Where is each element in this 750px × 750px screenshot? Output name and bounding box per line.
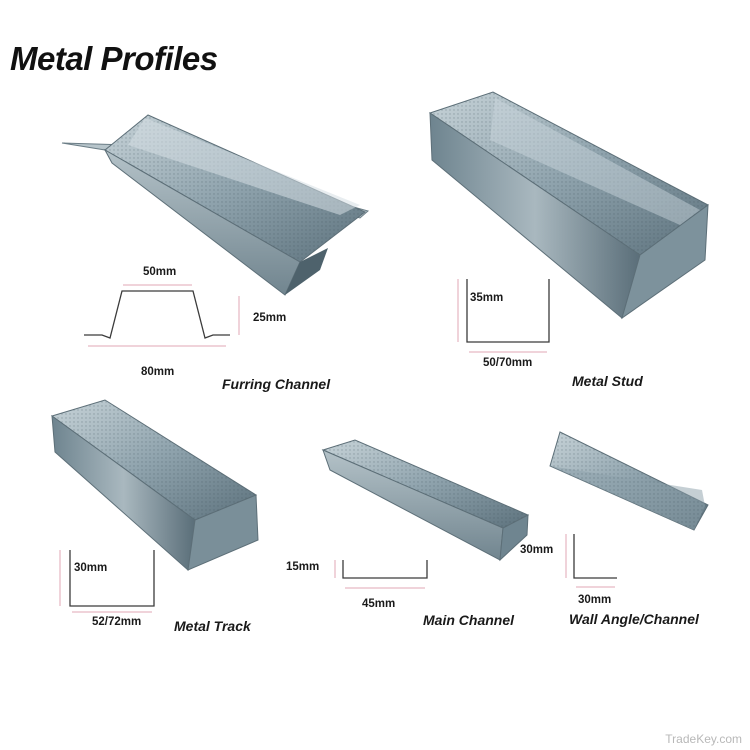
main-channel-dim-width: 45mm <box>362 598 396 610</box>
furring-dim-top: 50mm <box>143 266 177 278</box>
dimension-lines <box>59 279 615 613</box>
main-channel-label: Main Channel <box>423 612 515 628</box>
furring-channel-section <box>84 290 230 339</box>
wall-angle-dim-width: 30mm <box>578 594 612 606</box>
metal-track-image <box>50 399 259 571</box>
watermark: TradeKey.com <box>665 732 742 746</box>
wall-angle-dim-height: 30mm <box>520 544 554 556</box>
main-channel-image <box>321 439 530 562</box>
cross-sections <box>69 279 617 607</box>
metal-stud-image <box>428 91 709 320</box>
track-dim-width: 52/72mm <box>92 616 142 628</box>
stud-dim-width: 50/70mm <box>483 357 533 369</box>
metal-track-section <box>69 550 155 607</box>
track-dim-height: 30mm <box>74 562 108 574</box>
page-title: Metal Profiles <box>10 40 218 77</box>
main-channel-dim-height: 15mm <box>286 561 320 573</box>
furring-dim-bottom: 80mm <box>141 366 175 378</box>
furring-channel-image <box>61 114 370 296</box>
furring-channel-label: Furring Channel <box>222 376 331 392</box>
stud-dim-height: 35mm <box>470 292 504 304</box>
wall-angle-image <box>549 431 709 531</box>
main-channel-section <box>342 560 428 579</box>
wall-angle-section <box>573 534 617 579</box>
furring-dim-height: 25mm <box>253 312 287 324</box>
metal-track-label: Metal Track <box>174 618 251 634</box>
metal-stud-label: Metal Stud <box>572 373 643 389</box>
metal-stud-section <box>466 279 550 343</box>
wall-angle-label: Wall Angle/Channel <box>569 611 699 627</box>
